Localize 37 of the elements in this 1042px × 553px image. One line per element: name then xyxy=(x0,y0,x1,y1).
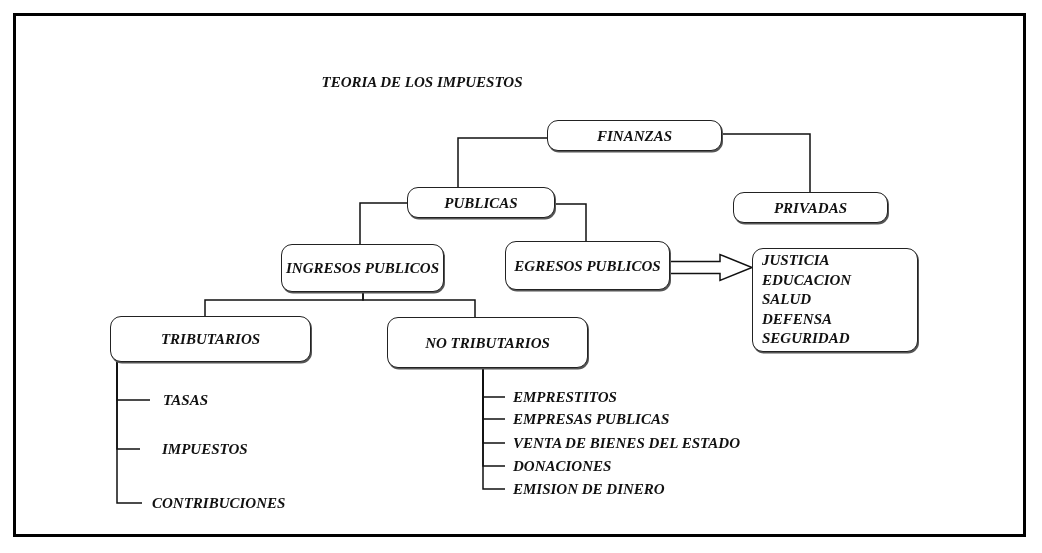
diagram-title: TEORIA DE LOS IMPUESTOS xyxy=(320,74,524,91)
item-label: EMPRESAS PUBLICAS xyxy=(513,411,670,427)
box-label: SEGURIDAD xyxy=(762,329,850,349)
connector-line xyxy=(554,203,587,242)
item-label: EMISION DE DINERO xyxy=(513,481,665,497)
rounded-box xyxy=(387,317,588,368)
connector-line xyxy=(116,361,143,504)
rounded-box xyxy=(110,316,311,362)
item-label: CONTRIBUCIONES xyxy=(152,495,286,511)
box-label: EGRESOS PUBLICOS xyxy=(514,256,661,275)
item-label: VENTA DE BIENES DEL ESTADO xyxy=(513,435,740,451)
box-label: JUSTICIA xyxy=(762,251,830,271)
connector-line xyxy=(482,367,506,490)
block-arrow xyxy=(669,253,754,282)
box-label: PRIVADAS xyxy=(773,198,848,217)
connector-line xyxy=(457,137,548,188)
box-label: INGRESOS PUBLICOS xyxy=(286,259,439,277)
list-box xyxy=(752,248,918,352)
box-label: NO TRIBUTARIOS xyxy=(425,333,550,352)
rounded-box xyxy=(281,244,444,292)
box-label: EDUCACION xyxy=(762,270,852,290)
connector-line xyxy=(359,202,408,245)
box-label: PUBLICAS xyxy=(444,193,518,212)
rounded-box xyxy=(733,192,888,223)
rounded-box xyxy=(407,187,555,218)
connector-line xyxy=(721,133,811,193)
rounded-box xyxy=(505,241,670,290)
box-label: DEFENSA xyxy=(762,309,833,329)
box-label: SALUD xyxy=(762,290,812,310)
item-label: TASAS xyxy=(163,392,209,408)
item-label: EMPRESTITOS xyxy=(513,389,617,405)
item-label: DONACIONES xyxy=(513,458,612,474)
box-label: TRIBUTARIOS xyxy=(160,330,261,348)
rounded-box xyxy=(547,120,722,151)
connector-line xyxy=(362,291,476,318)
item-label: IMPUESTOS xyxy=(162,441,248,457)
box-label: FINANZAS xyxy=(597,126,672,145)
